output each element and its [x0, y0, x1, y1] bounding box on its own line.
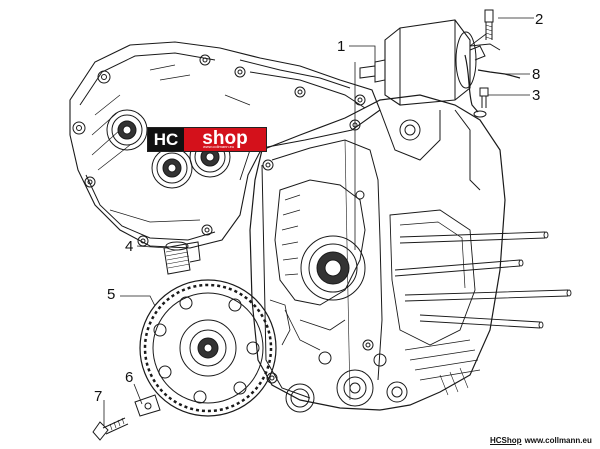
transmission-case — [69, 41, 381, 249]
logo-hc: HC — [148, 128, 184, 151]
bearing-left — [106, 109, 148, 151]
screw-part-3 — [479, 87, 489, 108]
screw-part-7 — [92, 417, 129, 441]
logo-url: www.collmann.eu — [203, 144, 235, 149]
footer-url: www.collmann.eu — [524, 436, 592, 445]
hcshop-logo: HC shop www.collmann.eu — [147, 127, 267, 152]
callout-5: 5 — [107, 286, 116, 303]
callout-4: 4 — [125, 238, 134, 255]
callout-3: 3 — [532, 87, 541, 104]
callout-7: 7 — [94, 388, 103, 405]
callout-1: 1 — [337, 38, 346, 55]
callout-2: 2 — [535, 11, 544, 28]
plate-part-6 — [134, 394, 161, 417]
logo-shop: shop — [184, 128, 266, 151]
bearing-middle — [151, 147, 193, 189]
bolt-part-2 — [484, 9, 494, 40]
callout-8: 8 — [532, 66, 541, 83]
leader-lines — [103, 17, 534, 426]
starter-gear-part-5 — [139, 279, 277, 417]
bearing-right — [189, 136, 231, 178]
callout-6: 6 — [125, 369, 134, 386]
pinion-part-4 — [163, 241, 201, 275]
crankcase-main — [249, 94, 506, 413]
footer-brand: HCShop — [490, 436, 522, 445]
cable-part-8 — [464, 43, 521, 118]
cylinder-studs — [394, 231, 572, 329]
starter-motor — [359, 19, 486, 106]
